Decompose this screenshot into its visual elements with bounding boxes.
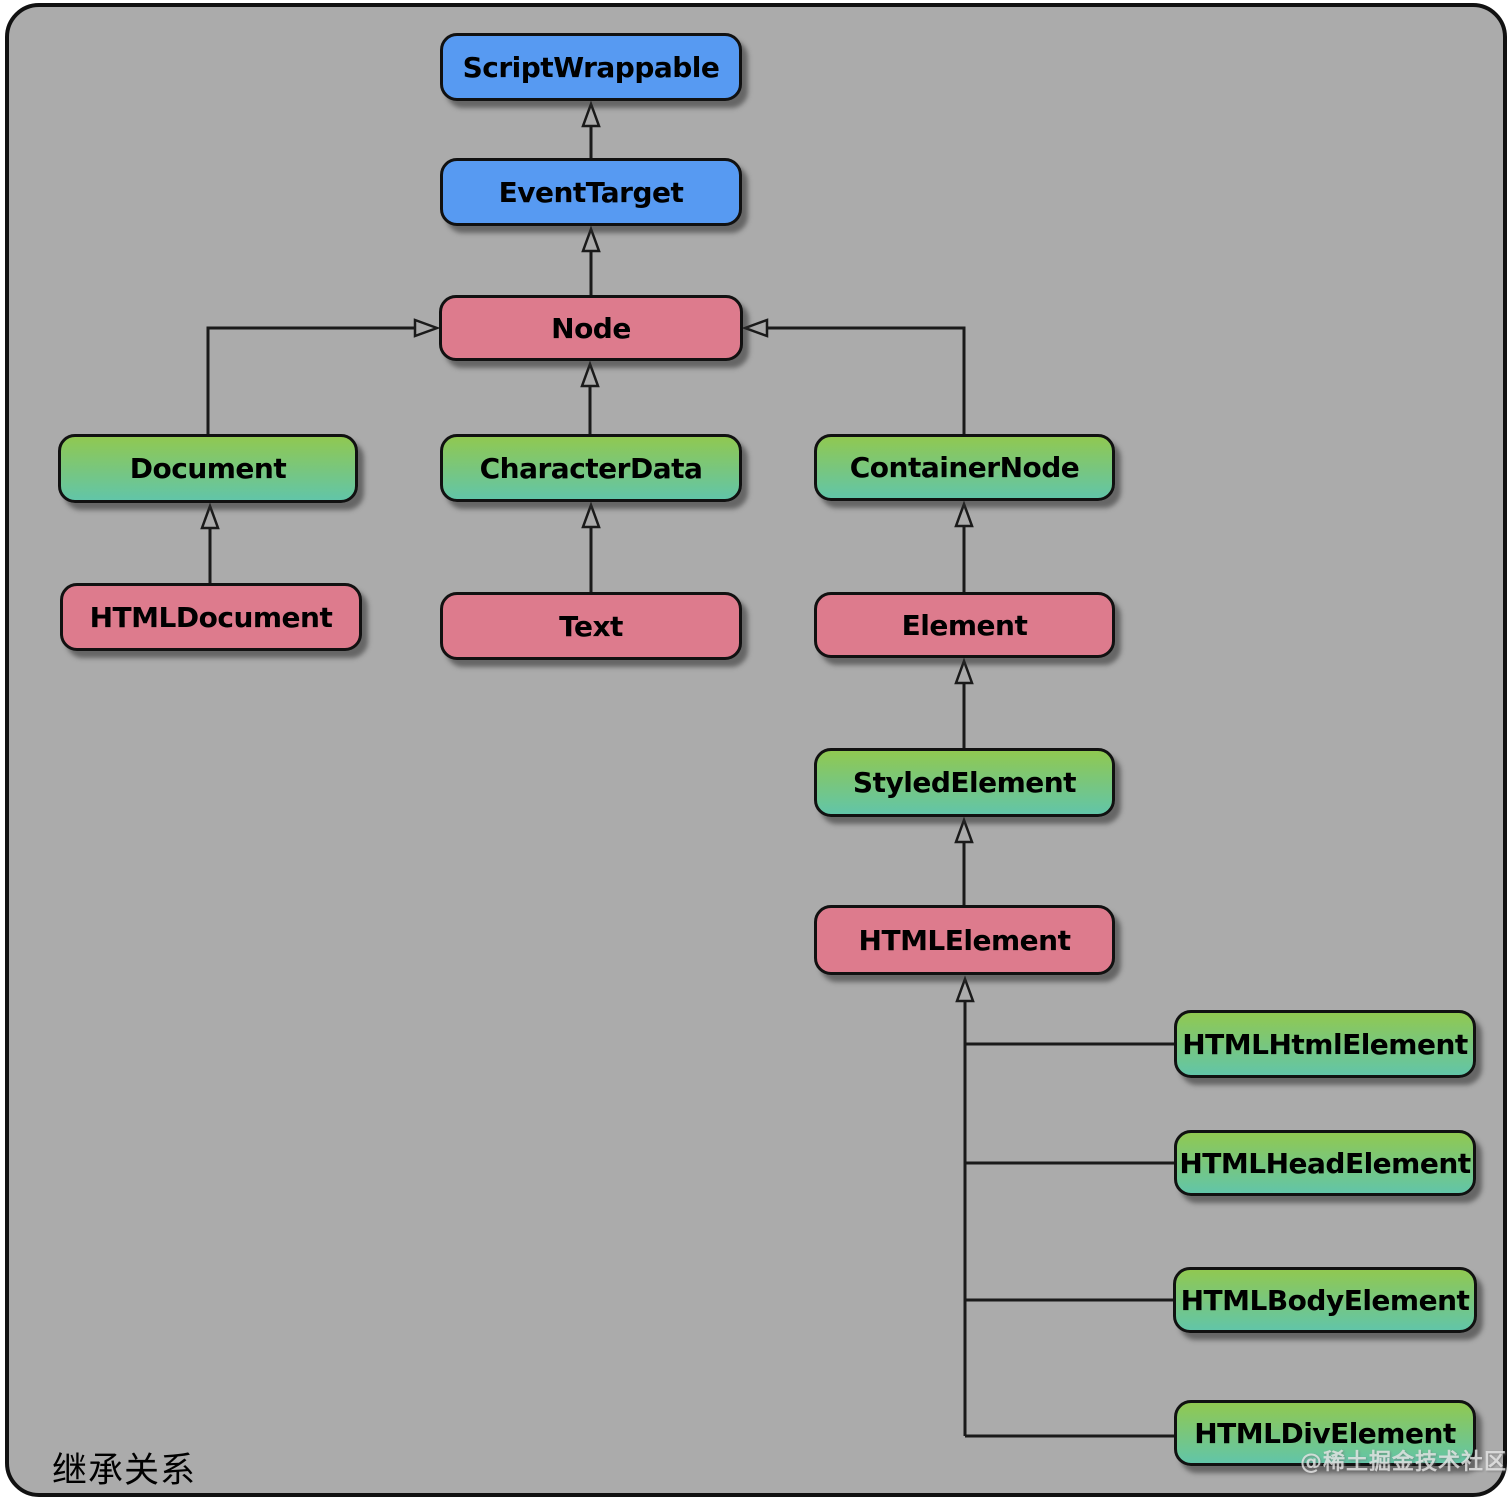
watermark-text: @稀土掘金技术社区	[1300, 1450, 1508, 1475]
node-htmldocument: HTMLDocument	[60, 583, 362, 651]
node-htmlbodyelement: HTMLBodyElement	[1173, 1267, 1477, 1333]
diagram-frame	[5, 3, 1507, 1497]
node-node: Node	[439, 295, 743, 361]
diagram-caption: 继承关系	[52, 1451, 197, 1491]
node-htmlheadelement: HTMLHeadElement	[1174, 1130, 1476, 1196]
node-text: Text	[440, 592, 742, 660]
node-htmlhtmlelement: HTMLHtmlElement	[1174, 1010, 1476, 1078]
node-document: Document	[58, 434, 358, 503]
node-scriptwrappable: ScriptWrappable	[440, 33, 742, 101]
node-htmlelement: HTMLElement	[814, 905, 1115, 975]
node-characterdata: CharacterData	[440, 434, 742, 502]
node-styledelement: StyledElement	[814, 748, 1115, 817]
node-element: Element	[814, 592, 1115, 658]
node-eventtarget: EventTarget	[440, 158, 742, 226]
node-htmldivelement: HTMLDivElement	[1174, 1400, 1476, 1466]
node-containernode: ContainerNode	[814, 434, 1115, 501]
